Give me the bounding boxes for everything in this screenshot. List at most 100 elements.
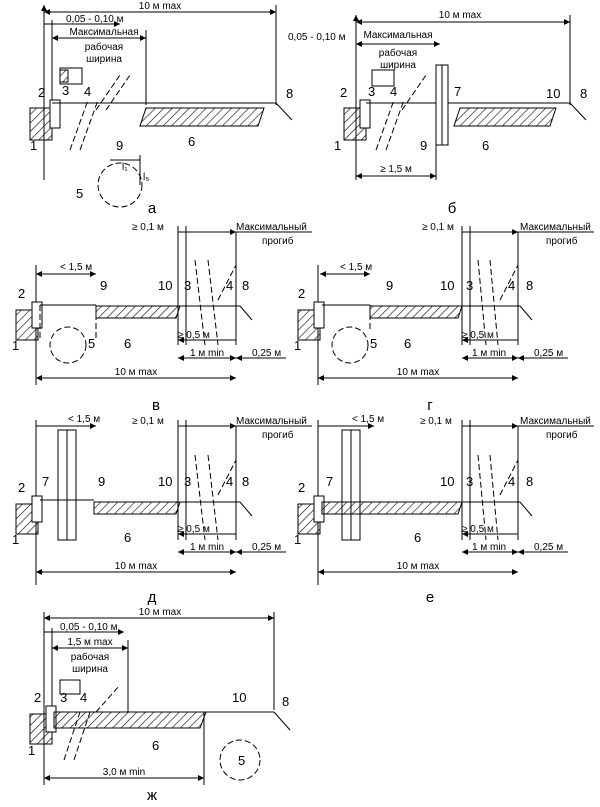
panel-d: ≥ 0,1 м Максимальный прогиб < 1,5 м ≥ 0,… xyxy=(12,414,312,606)
svg-text:< 1,5 м: < 1,5 м xyxy=(340,262,372,273)
svg-text:0,25 м: 0,25 м xyxy=(252,348,281,359)
svg-text:0,25 м: 0,25 м xyxy=(534,348,563,359)
caption-zh: ж xyxy=(147,787,157,804)
svg-text:7: 7 xyxy=(326,474,333,489)
svg-text:8: 8 xyxy=(526,278,533,293)
svg-text:4: 4 xyxy=(226,278,233,293)
svg-text:прогиб: прогиб xyxy=(262,429,294,441)
svg-text:10 м max: 10 м max xyxy=(397,367,439,378)
svg-text:10: 10 xyxy=(158,278,172,293)
width-label-3: ширина xyxy=(86,54,122,65)
svg-text:6: 6 xyxy=(152,738,159,753)
svg-text:l₁: l₁ xyxy=(122,162,128,173)
svg-text:1: 1 xyxy=(334,138,341,153)
panel-v: ≥ 0,1 м Максимальный прогиб < 1,5 м ≥ 0,… xyxy=(12,222,312,414)
svg-text:≥ 0,1 м: ≥ 0,1 м xyxy=(132,416,164,427)
svg-text:прогиб: прогиб xyxy=(546,235,578,247)
svg-text:1: 1 xyxy=(30,138,37,153)
width-label-2: рабочая xyxy=(85,41,123,53)
svg-text:3,0 м min: 3,0 м min xyxy=(103,767,145,778)
svg-text:8: 8 xyxy=(580,86,587,101)
svg-text:10 м max: 10 м max xyxy=(115,561,157,572)
svg-text:4: 4 xyxy=(508,474,515,489)
svg-text:6: 6 xyxy=(404,336,411,351)
svg-text:2: 2 xyxy=(18,480,25,495)
svg-text:l₅: l₅ xyxy=(143,172,149,183)
svg-text:6: 6 xyxy=(414,530,421,545)
svg-text:прогиб: прогиб xyxy=(262,235,294,247)
width-label-1: Максимальная xyxy=(69,27,138,38)
svg-text:6: 6 xyxy=(124,336,131,351)
svg-text:0,05 - 0,10 м: 0,05 - 0,10 м xyxy=(60,622,118,633)
caption-d: д xyxy=(148,589,157,606)
svg-text:3: 3 xyxy=(466,474,473,489)
svg-text:8: 8 xyxy=(282,694,289,709)
svg-text:10 м max: 10 м max xyxy=(115,367,157,378)
svg-text:1: 1 xyxy=(12,338,19,353)
svg-text:Максимальный: Максимальный xyxy=(520,416,591,427)
svg-text:4: 4 xyxy=(226,474,233,489)
svg-text:< 1,5 м: < 1,5 м xyxy=(60,262,92,273)
svg-text:3: 3 xyxy=(60,690,67,705)
svg-text:10: 10 xyxy=(158,474,172,489)
svg-text:Максимальная: Максимальная xyxy=(363,30,432,41)
svg-text:10: 10 xyxy=(440,474,454,489)
svg-text:≥ 0,1 м: ≥ 0,1 м xyxy=(422,222,454,233)
svg-text:5: 5 xyxy=(370,336,377,351)
svg-text:1 м min: 1 м min xyxy=(472,542,506,553)
svg-text:0,05 - 0,10 м: 0,05 - 0,10 м xyxy=(288,32,346,43)
dim-gap: 0,05 - 0,10 м xyxy=(66,14,124,25)
dim-total: 10 м max xyxy=(139,1,181,12)
svg-text:4: 4 xyxy=(84,84,91,99)
svg-text:4: 4 xyxy=(80,690,87,705)
svg-text:1: 1 xyxy=(28,743,35,758)
svg-text:2: 2 xyxy=(38,85,45,100)
svg-text:2: 2 xyxy=(298,480,305,495)
svg-text:10 м max: 10 м max xyxy=(139,607,181,618)
svg-text:5: 5 xyxy=(76,186,83,201)
svg-text:10: 10 xyxy=(440,278,454,293)
svg-text:2: 2 xyxy=(34,690,41,705)
svg-text:3: 3 xyxy=(62,83,69,98)
caption-b: б xyxy=(448,200,457,217)
svg-text:ширина: ширина xyxy=(72,664,108,675)
svg-text:прогиб: прогиб xyxy=(546,429,578,441)
svg-text:≥ 0,5 м: ≥ 0,5 м xyxy=(178,330,210,341)
svg-text:9: 9 xyxy=(386,278,393,293)
svg-text:≥ 1,5 м: ≥ 1,5 м xyxy=(380,164,412,175)
svg-text:10 м max: 10 м max xyxy=(439,10,481,21)
svg-text:7: 7 xyxy=(42,474,49,489)
svg-text:Максимальный: Максимальный xyxy=(520,222,591,233)
svg-text:6: 6 xyxy=(188,134,195,149)
svg-text:2: 2 xyxy=(18,286,25,301)
svg-text:3: 3 xyxy=(368,84,375,99)
svg-text:1: 1 xyxy=(294,338,301,353)
panel-e: ≥ 0,1 м Максимальный прогиб < 1,5 м ≥ 0,… xyxy=(294,414,594,606)
svg-text:9: 9 xyxy=(100,278,107,293)
svg-text:5: 5 xyxy=(238,753,245,768)
svg-text:< 1,5 м: < 1,5 м xyxy=(352,414,384,425)
svg-text:8: 8 xyxy=(286,86,293,101)
svg-text:8: 8 xyxy=(242,474,249,489)
svg-text:< 1,5 м: < 1,5 м xyxy=(68,414,100,425)
panel-a: 10 м max 0,05 - 0,10 м Максимальная рабо… xyxy=(29,1,293,217)
svg-text:3: 3 xyxy=(184,474,191,489)
svg-text:0,25 м: 0,25 м xyxy=(534,542,563,553)
svg-text:0,25 м: 0,25 м xyxy=(252,542,281,553)
svg-text:5: 5 xyxy=(88,336,95,351)
svg-text:1 м min: 1 м min xyxy=(190,348,224,359)
svg-text:≥ 0,1 м: ≥ 0,1 м xyxy=(132,222,164,233)
svg-text:3: 3 xyxy=(184,278,191,293)
svg-text:6: 6 xyxy=(482,138,489,153)
svg-text:≥ 0,5 м: ≥ 0,5 м xyxy=(462,524,494,535)
svg-text:≥ 0,1 м: ≥ 0,1 м xyxy=(420,416,452,427)
panel-b: 10 м max 0,05 - 0,10 м Максимальная рабо… xyxy=(288,10,587,217)
svg-text:1: 1 xyxy=(12,532,19,547)
svg-text:≥ 0,5 м: ≥ 0,5 м xyxy=(178,524,210,535)
svg-text:2: 2 xyxy=(340,85,347,100)
svg-text:9: 9 xyxy=(420,138,427,153)
svg-text:≥ 0,5 м: ≥ 0,5 м xyxy=(462,330,494,341)
svg-text:рабочая: рабочая xyxy=(71,651,109,663)
svg-text:Максимальный: Максимальный xyxy=(236,416,307,427)
svg-text:3: 3 xyxy=(466,278,473,293)
